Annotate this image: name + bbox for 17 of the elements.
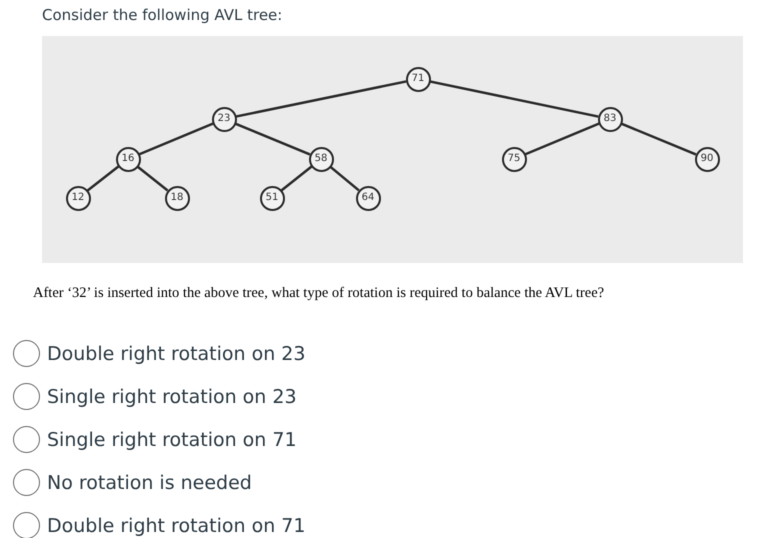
tree-edge bbox=[138, 122, 214, 156]
answer-option: Double right rotation on 71 bbox=[47, 514, 306, 538]
tree-edge bbox=[236, 80, 406, 118]
answer-option: Single right rotation on 23 bbox=[47, 384, 297, 408]
tree-edge bbox=[280, 166, 312, 192]
tree-edge bbox=[234, 122, 310, 156]
tree-edge bbox=[620, 122, 696, 156]
answer-option: No rotation is needed bbox=[47, 470, 252, 494]
tree-edge bbox=[136, 166, 168, 192]
tree-edge bbox=[86, 165, 120, 192]
tree-edge bbox=[329, 166, 360, 192]
question-text: After ‘32’ is inserted into the above tree, what type of rotation is required to balance the AVL tree? bbox=[33, 284, 604, 303]
answer-option: Double right rotation on 23 bbox=[47, 342, 306, 366]
question-heading: Consider the following AVL tree: bbox=[42, 5, 282, 25]
tree-edge bbox=[524, 122, 600, 156]
answer-option: Single right rotation on 71 bbox=[47, 428, 297, 452]
tree-edge bbox=[430, 80, 598, 118]
